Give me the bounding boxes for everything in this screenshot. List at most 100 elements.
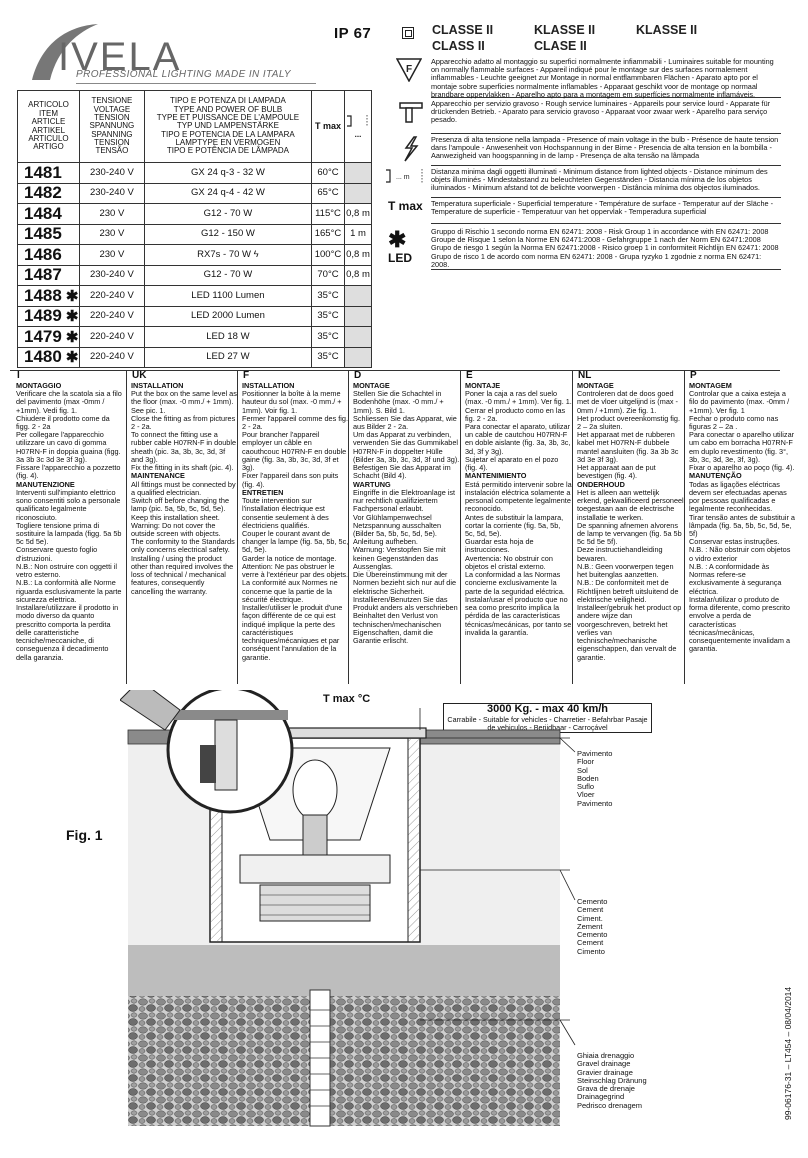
tmax-cell: 100°C [311, 244, 345, 266]
distance-cell [343, 346, 373, 368]
voltage-cell: 230-240 V [78, 162, 145, 184]
ivela-logo [32, 24, 98, 80]
distance-cell [343, 285, 373, 307]
distance-cell [343, 326, 373, 348]
class-de: KLASSE II [534, 23, 596, 37]
legend-text: Distanza minima dagli oggetti illuminati… [431, 167, 781, 198]
gear-tray [239, 854, 391, 884]
distance-cell: 1 m [343, 223, 373, 245]
class-it: CLASSE II [432, 23, 494, 37]
tmax-cell: 165°C [311, 223, 345, 245]
legend-text: Presenza di alta tensione nella lampada … [431, 135, 781, 166]
voltage-cell: 230-240 V [78, 264, 145, 286]
class-es: CLASE II [534, 39, 587, 53]
voltage-cell: 220-240 V [78, 346, 145, 368]
brand-name: IVELA [58, 35, 182, 79]
tmax-cell: 65°C [311, 182, 345, 204]
legend-text: Apparecchio per servizio gravoso - Rough… [431, 99, 781, 134]
figure-title: Fig. 1 [66, 827, 103, 843]
article-code: 1479✱ [17, 326, 80, 348]
distance-cell [343, 182, 373, 204]
voltage-cell: 230 V [78, 244, 145, 266]
tmax-cell: 70°C [311, 264, 345, 286]
tmax-label: T max [388, 199, 423, 213]
lamp-cell: LED 27 W [143, 346, 313, 368]
svg-text:F: F [406, 64, 412, 75]
ip-rating: IP 67 [334, 25, 372, 42]
lamp-cell: G12 - 70 W [143, 264, 313, 286]
service-lamp-icon [398, 100, 442, 132]
f-mark-icon: F [395, 58, 440, 96]
lamp-cell: LED 2000 Lumen [143, 305, 313, 327]
lang-code: NL [578, 370, 592, 381]
lightning-icon [400, 136, 444, 164]
article-code: 1485 [17, 223, 80, 245]
article-code: 1487 [17, 264, 80, 286]
article-code: 1481 [17, 162, 80, 184]
distance-cell: 0,8 m [343, 264, 373, 286]
lamp-cell: LED 1100 Lumen [143, 285, 313, 307]
lamp-cell: LED 18 W [143, 326, 313, 348]
legend-text: Temperatura superficiale - Superficial t… [431, 199, 781, 224]
led-asterisk-icon: ✱ [65, 328, 79, 346]
distance-cell [343, 162, 373, 184]
header-distance: ... [343, 90, 373, 163]
voltage-cell: 220-240 V [78, 326, 145, 348]
gravel-layer [128, 996, 560, 1126]
led-asterisk-icon: ✱ [65, 287, 79, 305]
voltage-cell: 220-240 V [78, 285, 145, 307]
document-code: 99-06176-31 – LT454 – 08/04/2014 [783, 986, 793, 1120]
legend-text: Gruppo di Rischio 1 secondo norma EN 624… [431, 227, 781, 270]
class-ii-symbol-icon [402, 27, 414, 39]
header-tmax: T max [311, 90, 345, 163]
lamp-cell: GX 24 q-4 - 42 W [143, 182, 313, 204]
tagline-rule [76, 83, 316, 84]
class-nl: KLASSE II [636, 23, 698, 37]
thermometer-probe [120, 690, 181, 731]
lang-code: E [466, 370, 473, 381]
lang-code: I [17, 370, 20, 381]
article-code: 1484 [17, 203, 80, 225]
distance-cell: 0,8 m [343, 244, 373, 266]
distance-cell [343, 305, 373, 327]
voltage-cell: 220-240 V [78, 305, 145, 327]
class-uk: CLASS II [432, 39, 485, 53]
article-code: 1488✱ [17, 285, 80, 307]
article-code: 1489✱ [17, 305, 80, 327]
languages-top-rule [10, 370, 780, 371]
legend-text: Apparecchio adatto al montaggio su super… [431, 57, 781, 98]
distance-icon: ... m [384, 168, 428, 196]
lamp-bulb [292, 759, 338, 821]
distance-icon [346, 115, 368, 128]
tmax-cell: 35°C [311, 305, 345, 327]
led-asterisk-icon: ✱ [65, 308, 79, 326]
article-code: 1482 [17, 182, 80, 204]
svg-text:... m: ... m [396, 174, 410, 181]
tmax-cell: 60°C [311, 162, 345, 184]
lang-code: P [690, 370, 697, 381]
load-title: 3000 Kg. - max 40 km/h [444, 703, 651, 716]
load-subtitle: Carrabile - Suitable for vehicles - Char… [447, 714, 648, 732]
